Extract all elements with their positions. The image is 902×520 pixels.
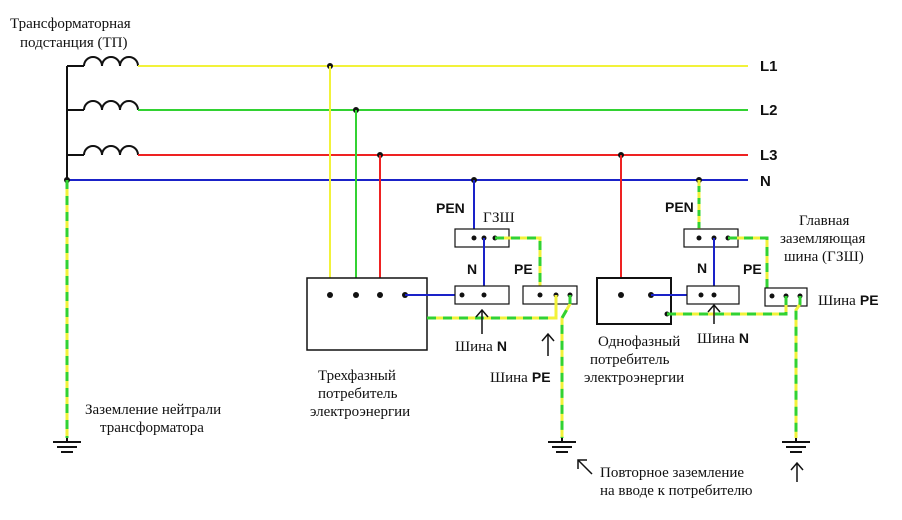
three-phase-caption-line2: потребитель bbox=[318, 386, 398, 402]
label-L2: L2 bbox=[760, 102, 778, 119]
three-phase-caption-line1: Трехфазный bbox=[318, 368, 396, 384]
gzsh-label-left: ГЗШ bbox=[483, 210, 515, 226]
single-phase-consumer-box bbox=[596, 277, 672, 325]
main-bus-caption-line2: заземляющая bbox=[780, 231, 865, 247]
reground-caption: Повторное заземление на вводе к потребит… bbox=[577, 459, 804, 499]
pe-label-right: PE bbox=[743, 261, 762, 277]
transformer-substation: Трансформаторная подстанция (ТП) bbox=[10, 16, 139, 180]
label-L1: L1 bbox=[760, 58, 778, 75]
coil-L1-icon bbox=[83, 56, 139, 67]
reground-caption-line2: на вводе к потребителю bbox=[600, 483, 752, 499]
main-bus-caption-line1: Главная bbox=[799, 213, 849, 229]
coil-L3-icon bbox=[83, 145, 139, 156]
reground-caption-line1: Повторное заземление bbox=[600, 465, 744, 481]
three-phase-caption-line3: электроэнергии bbox=[310, 404, 410, 420]
main-lines: L1 L2 L3 N bbox=[67, 58, 778, 190]
ground-symbol-icon bbox=[782, 438, 810, 453]
ground-symbol-icon bbox=[53, 438, 81, 453]
label-N: N bbox=[760, 173, 771, 190]
n-label-right: N bbox=[697, 260, 707, 276]
transformer-neutral-grounding: Заземление нейтрали трансформатора bbox=[53, 177, 221, 453]
n-label-left: N bbox=[467, 261, 477, 277]
three-phase-consumer-box bbox=[306, 277, 428, 351]
main-bus-caption-line3: шина (ГЗШ) bbox=[784, 249, 864, 265]
arrow-up-icon bbox=[541, 332, 555, 356]
grounding-neutral-line2: трансформатора bbox=[100, 420, 204, 436]
single-phase-caption-line2: потребитель bbox=[590, 352, 670, 368]
arrow-up-left-icon bbox=[577, 459, 593, 475]
coil-L2-icon bbox=[83, 100, 139, 111]
arrow-up-icon bbox=[475, 308, 489, 334]
tp-title-line1: Трансформаторная bbox=[10, 16, 131, 32]
pen-label-left: PEN bbox=[436, 200, 465, 216]
single-phase-caption-line1: Однофазный bbox=[598, 334, 680, 350]
pen-label-right: PEN bbox=[665, 199, 694, 215]
single-phase-consumer-section: PEN N PE Главная заземляющая шина (ГЗШ) … bbox=[584, 152, 879, 453]
single-phase-caption-line3: электроэнергии bbox=[584, 370, 684, 386]
pe-bus-box-left bbox=[522, 285, 578, 305]
grounding-neutral-line1: Заземление нейтрали bbox=[85, 402, 221, 418]
arrow-up-icon bbox=[790, 461, 804, 482]
ground-symbol-icon bbox=[548, 438, 576, 453]
label-L3: L3 bbox=[760, 147, 778, 164]
pe-label-left: PE bbox=[514, 261, 533, 277]
arrow-up-icon bbox=[707, 303, 721, 324]
tp-title-line2: подстанция (ТП) bbox=[20, 35, 128, 51]
